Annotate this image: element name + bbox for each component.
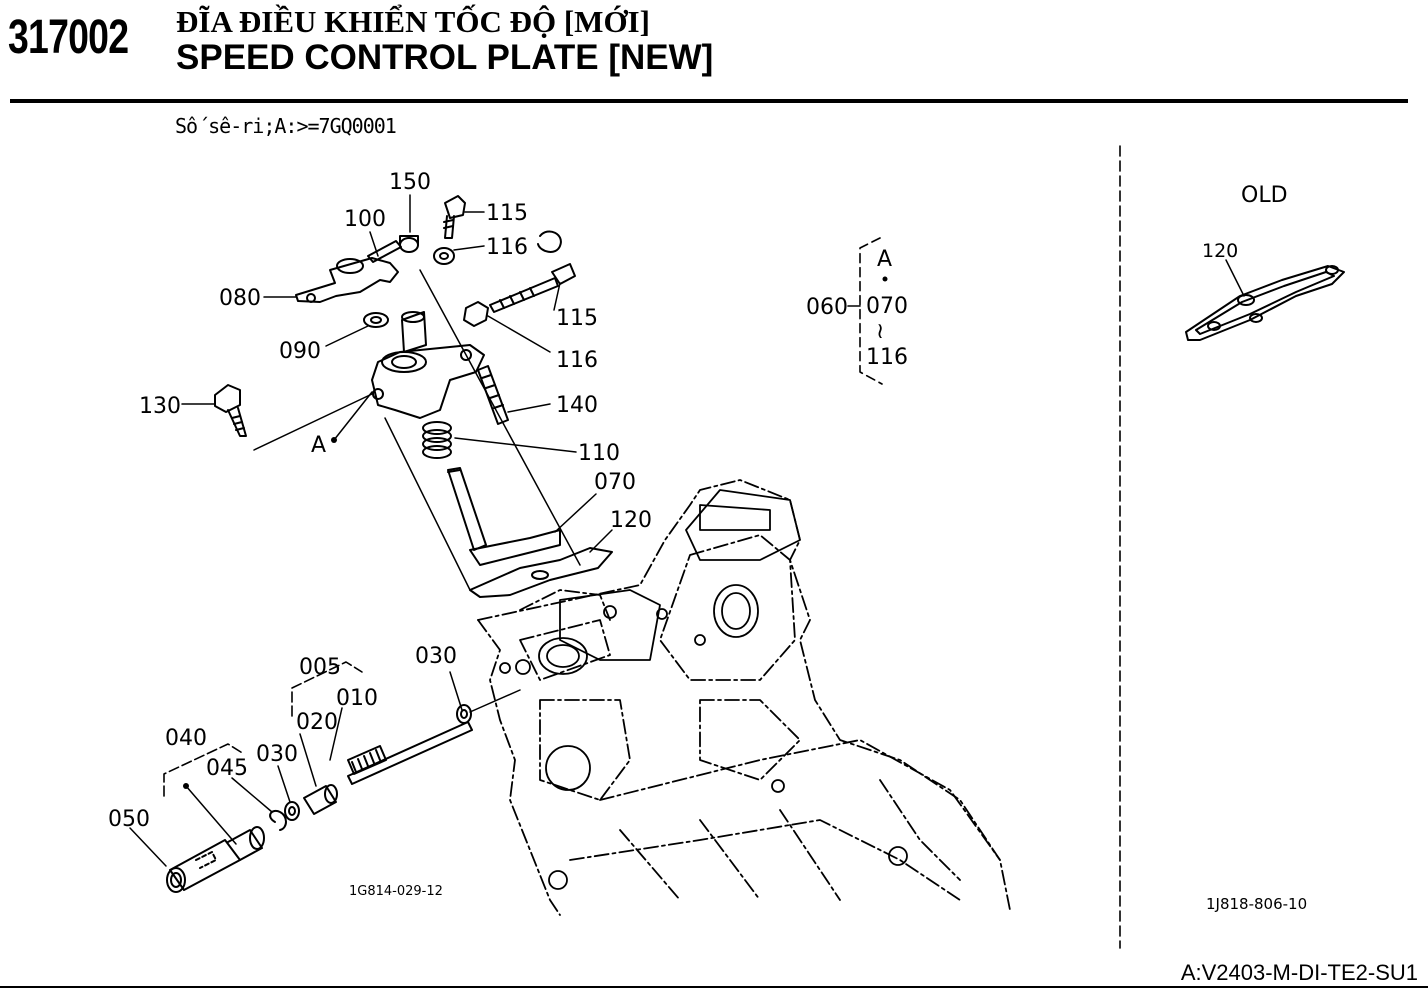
callout-115: 115 — [556, 306, 598, 331]
washer-030-right — [456, 704, 472, 724]
kit-060-label: 060 — [806, 295, 848, 320]
stud-140 — [477, 365, 509, 425]
callout-020: 020 — [296, 710, 338, 735]
speed-control-plate — [371, 311, 485, 419]
title-vietnamese: ĐĨA ĐIỀU KHIỂN TỐC ĐỘ [MỚI] — [176, 4, 650, 39]
callout-050: 050 — [108, 807, 150, 832]
callout-080: 080 — [219, 286, 261, 311]
callout-150: 150 — [389, 170, 431, 195]
housing-bores — [499, 489, 908, 890]
callout-ref-a: A — [311, 433, 326, 458]
callout-045: 045 — [206, 756, 248, 781]
leader-lines — [129, 194, 613, 867]
nut-116-lower — [463, 301, 489, 327]
callout-010: 010 — [336, 686, 378, 711]
callout-040: 040 — [165, 726, 207, 751]
callout-100: 100 — [344, 207, 386, 232]
old-gasket-120 — [1185, 259, 1345, 341]
serial-note: Số sê-ri;A:>=7GQ0001 — [175, 114, 397, 138]
old-panel-label: OLD — [1241, 183, 1288, 208]
collar-150 — [399, 235, 419, 253]
callout-030: 030 — [415, 644, 457, 669]
washer-090 — [363, 312, 389, 328]
kit-range-to: 116 — [866, 345, 908, 370]
adjust-bolt-010 — [347, 721, 473, 785]
callout-140: 140 — [556, 393, 598, 418]
callout-130: 130 — [139, 394, 181, 419]
callout-116: 116 — [556, 348, 598, 373]
nut-020 — [303, 784, 338, 815]
callout-115: 115 — [486, 201, 528, 226]
old-drawing-number: 1J818-806-10 — [1206, 895, 1307, 913]
header-rule — [10, 99, 1408, 103]
washer-030-left — [284, 801, 300, 821]
callout-090: 090 — [279, 339, 321, 364]
footer-rule — [0, 986, 1428, 988]
spring-110 — [422, 421, 452, 459]
footer-model-code: A:V2403-M-DI-TE2-SU1 — [1180, 960, 1418, 985]
callout-005: 005 — [299, 655, 341, 680]
bolt-115-long — [489, 230, 576, 313]
callout-120: 120 — [610, 508, 652, 533]
gear-case-housing — [477, 479, 1011, 916]
callout-070: 070 — [594, 470, 636, 495]
nut-116-upper — [433, 247, 455, 265]
kit-range-from: 070 — [866, 294, 908, 319]
callout-116: 116 — [486, 235, 528, 260]
callout-110: 110 — [578, 441, 620, 466]
main-drawing-number: 1G814-029-12 — [349, 884, 443, 899]
speed-control-lever-080 — [295, 257, 399, 303]
cap-050 — [166, 826, 265, 893]
snap-ring-045 — [269, 810, 287, 831]
shaft-070 — [447, 467, 561, 566]
old-callout-120: 120 — [1202, 240, 1238, 262]
part-group-code: 317002 — [8, 11, 129, 64]
kit-range-mark: ≀ — [876, 319, 884, 344]
kit-060-bracket — [847, 237, 883, 385]
gasket-120 — [469, 547, 613, 598]
callout-030: 030 — [256, 742, 298, 767]
bolt-130 — [214, 384, 247, 437]
title-english: SPEED CONTROL PLATE [NEW] — [176, 38, 714, 77]
bolt-115-upper — [443, 195, 466, 239]
kit-ref-a: A — [877, 247, 892, 272]
